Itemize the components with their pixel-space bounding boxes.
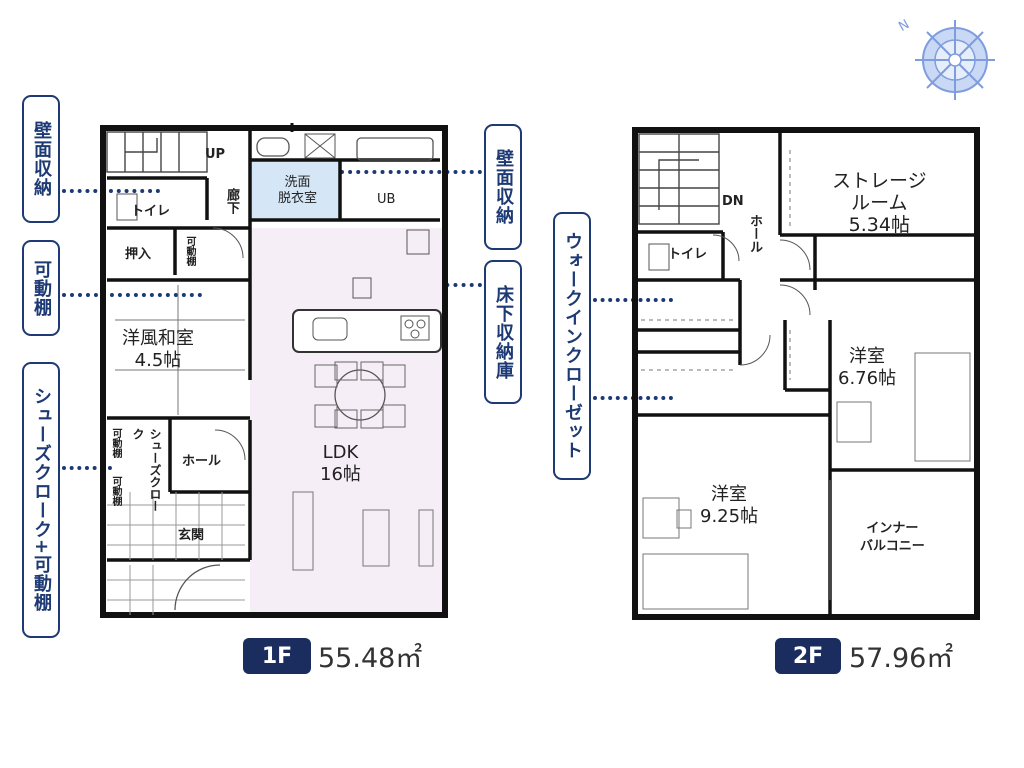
label-1f-japanese-room: 洋風和室 4.5帖 [122, 328, 194, 371]
label-2f-storage-room: ストレージ ルーム 5.34帖 [832, 170, 927, 236]
callout-wall-storage-right: 壁面収納 [484, 124, 522, 250]
callout-wall-storage-left: 壁面収納 [22, 95, 60, 223]
leader-wall-storage-right [340, 170, 482, 174]
floor-plan-2f [632, 127, 980, 620]
compass-north-label: N [896, 17, 912, 35]
label-2f-hall: ホール [747, 214, 762, 253]
label-2f-western-room-b: 洋室 9.25帖 [700, 484, 759, 527]
compass-icon: N [896, 17, 995, 100]
callout-underfloor-storage: 床下収納庫 [484, 260, 522, 404]
leader-wall-storage-left [62, 189, 160, 193]
leader-movable-shelf [62, 293, 202, 297]
badge-1f: 1F [243, 638, 311, 674]
label-1f-corridor: 廊下 [224, 188, 239, 214]
callout-walk-in-closet: ウォークインクローゼット [553, 212, 591, 480]
label-1f-movable-shelf: 可動棚 [184, 236, 195, 266]
callout-movable-shelf: 可動棚 [22, 240, 60, 336]
label-1f-hall: ホール [182, 454, 222, 469]
label-1f-washroom: 洗面 脱衣室 [278, 175, 318, 206]
badge-2f: 2F [775, 638, 841, 674]
label-2f-western-room-a: 洋室 6.76帖 [838, 346, 897, 389]
label-1f-closet: 押入 [125, 247, 152, 262]
label-1f-movable-shelf-shoe2: 可動棚 [110, 476, 121, 506]
label-2f-toilet: トイレ [668, 247, 708, 262]
area-2f: 57.96㎡ [849, 643, 954, 674]
label-1f-up: UP [205, 147, 226, 162]
label-1f-toilet: トイレ [131, 204, 171, 219]
area-1f: 55.48㎡ [318, 643, 423, 674]
label-2f-inner-balcony: インナー バルコニー [860, 521, 925, 554]
label-1f-shoe-closet-room: シューズクローク [131, 428, 162, 512]
label-1f-entrance: 玄関 [178, 528, 205, 543]
label-1f-movable-shelf-shoe: 可動棚 [110, 428, 121, 458]
callout-shoe-closet: シューズクローク+可動棚 [22, 362, 60, 638]
floor-plan-1f [100, 123, 448, 618]
label-2f-dn: DN [722, 194, 744, 209]
label-1f-ldk: LDK 16帖 [320, 442, 361, 485]
leader-shoe-closet [62, 466, 112, 470]
label-1f-ub: UB [377, 192, 396, 207]
